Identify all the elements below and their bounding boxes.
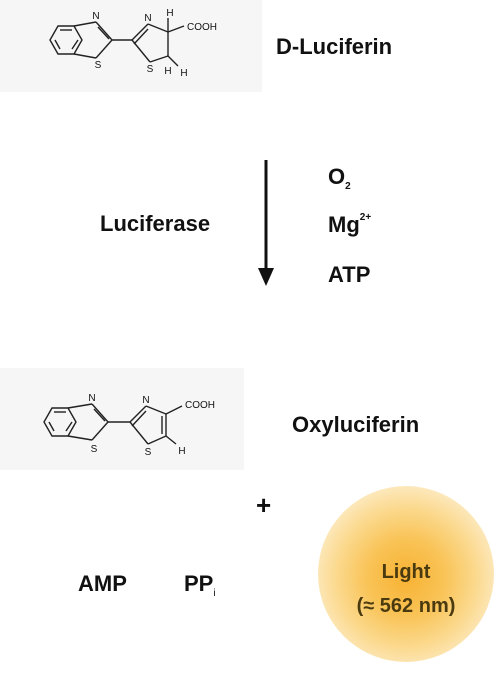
d-luciferin-h-top-label: H (166, 8, 173, 19)
oxyluciferin-s1-label: S (91, 444, 98, 455)
light-label: Light (≈ 562 nm) (318, 555, 494, 623)
reagent-magnesium-charge: 2+ (359, 212, 372, 223)
light-label-line1: Light (381, 561, 431, 583)
plus-sign: + (256, 490, 272, 520)
oxyluciferin-structure: N S N S H COOH (43, 393, 215, 458)
light-label-wavelength: (≈ 562 nm) (356, 595, 456, 617)
oxyluciferin-n2-label: N (142, 395, 149, 406)
ppi-subscript: i (213, 588, 216, 599)
d-luciferin-cooh-label: COOH (187, 22, 217, 33)
ppi-label: PPi (184, 571, 216, 599)
reagent-oxygen: O2 (328, 164, 351, 192)
d-luciferin-s2-label: S (147, 64, 154, 75)
d-luciferin-structure-panel: N S N S H H H COOH (0, 0, 262, 92)
d-luciferin-label: D-Luciferin (276, 34, 393, 59)
oxyluciferin-label: Oxyluciferin (292, 412, 420, 437)
reagent-atp-base: ATP (328, 262, 371, 287)
oxyluciferin-s2-label: S (145, 447, 152, 458)
d-luciferin-structure: N S N S H H H COOH (49, 8, 217, 79)
ppi-base: PP (184, 571, 214, 596)
reagent-oxygen-base: O (328, 164, 346, 189)
d-luciferin-s1-label: S (95, 60, 102, 71)
reagent-atp: ATP (328, 262, 370, 288)
reagent-magnesium: Mg2+ (328, 212, 371, 238)
oxyluciferin-cooh-label: COOH (185, 400, 215, 411)
reagent-oxygen-subscript: 2 (345, 181, 351, 192)
oxyluciferin-structure-panel: N S N S H COOH (0, 368, 244, 470)
d-luciferin-n1-label: N (92, 11, 99, 22)
oxyluciferin-n1-label: N (88, 393, 95, 404)
d-luciferin-n2-label: N (144, 13, 151, 24)
amp-label: AMP (78, 571, 127, 596)
enzyme-label: Luciferase (100, 211, 211, 236)
d-luciferin-h-right-label: H (180, 68, 187, 79)
reaction-arrow (258, 160, 274, 286)
light-glow (318, 486, 494, 662)
d-luciferin-h-bottom-label: H (164, 66, 171, 77)
reagent-magnesium-base: Mg (328, 212, 360, 237)
oxyluciferin-h-label: H (178, 446, 185, 457)
